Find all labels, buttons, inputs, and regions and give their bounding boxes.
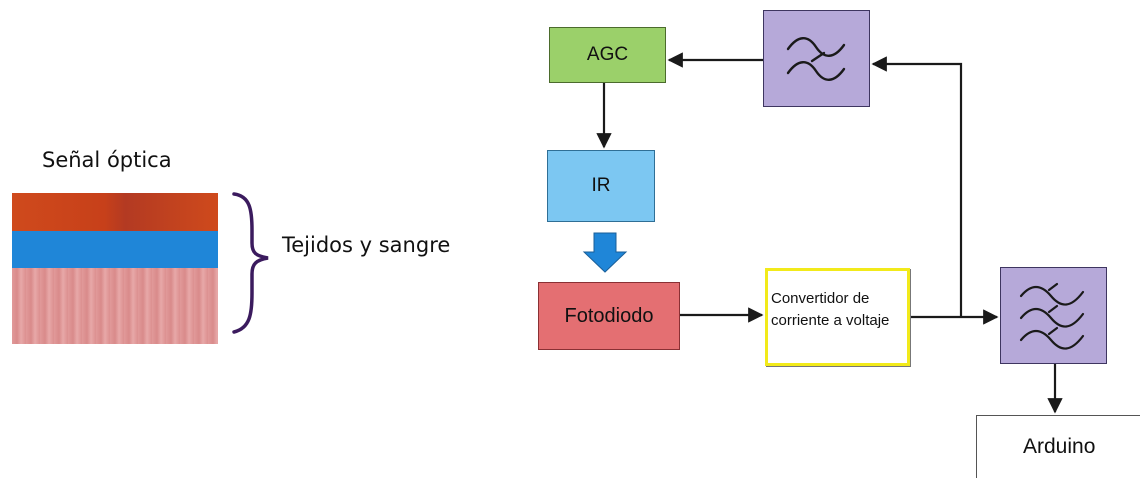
- bandpass-filter-block: [763, 10, 870, 107]
- arduino-block: Arduino: [976, 415, 1140, 478]
- feedback-line: [871, 56, 963, 317]
- agc-block: AGC: [549, 27, 666, 83]
- triple-filter-icon: [1019, 282, 1085, 350]
- bandpass-filter-icon: [786, 37, 846, 81]
- triple-filter-block: [1000, 267, 1107, 364]
- optical-signal-title: Señal óptica: [42, 148, 172, 172]
- tissue-layer-skin: [12, 193, 218, 231]
- tissue-layer-blood: [12, 268, 218, 344]
- tissue-layer-light: [12, 231, 218, 268]
- converter-label: Convertidor de corriente a voltaje: [771, 290, 890, 329]
- tissue-label: Tejidos y sangre: [282, 233, 451, 257]
- ir-led-block: IR: [547, 150, 655, 222]
- light-arrow-icon: [582, 232, 628, 273]
- curly-brace-icon: [232, 192, 269, 334]
- current-to-voltage-converter-block: Convertidor de corriente a voltaje: [765, 268, 910, 366]
- photodiode-block: Fotodiodo: [538, 282, 680, 350]
